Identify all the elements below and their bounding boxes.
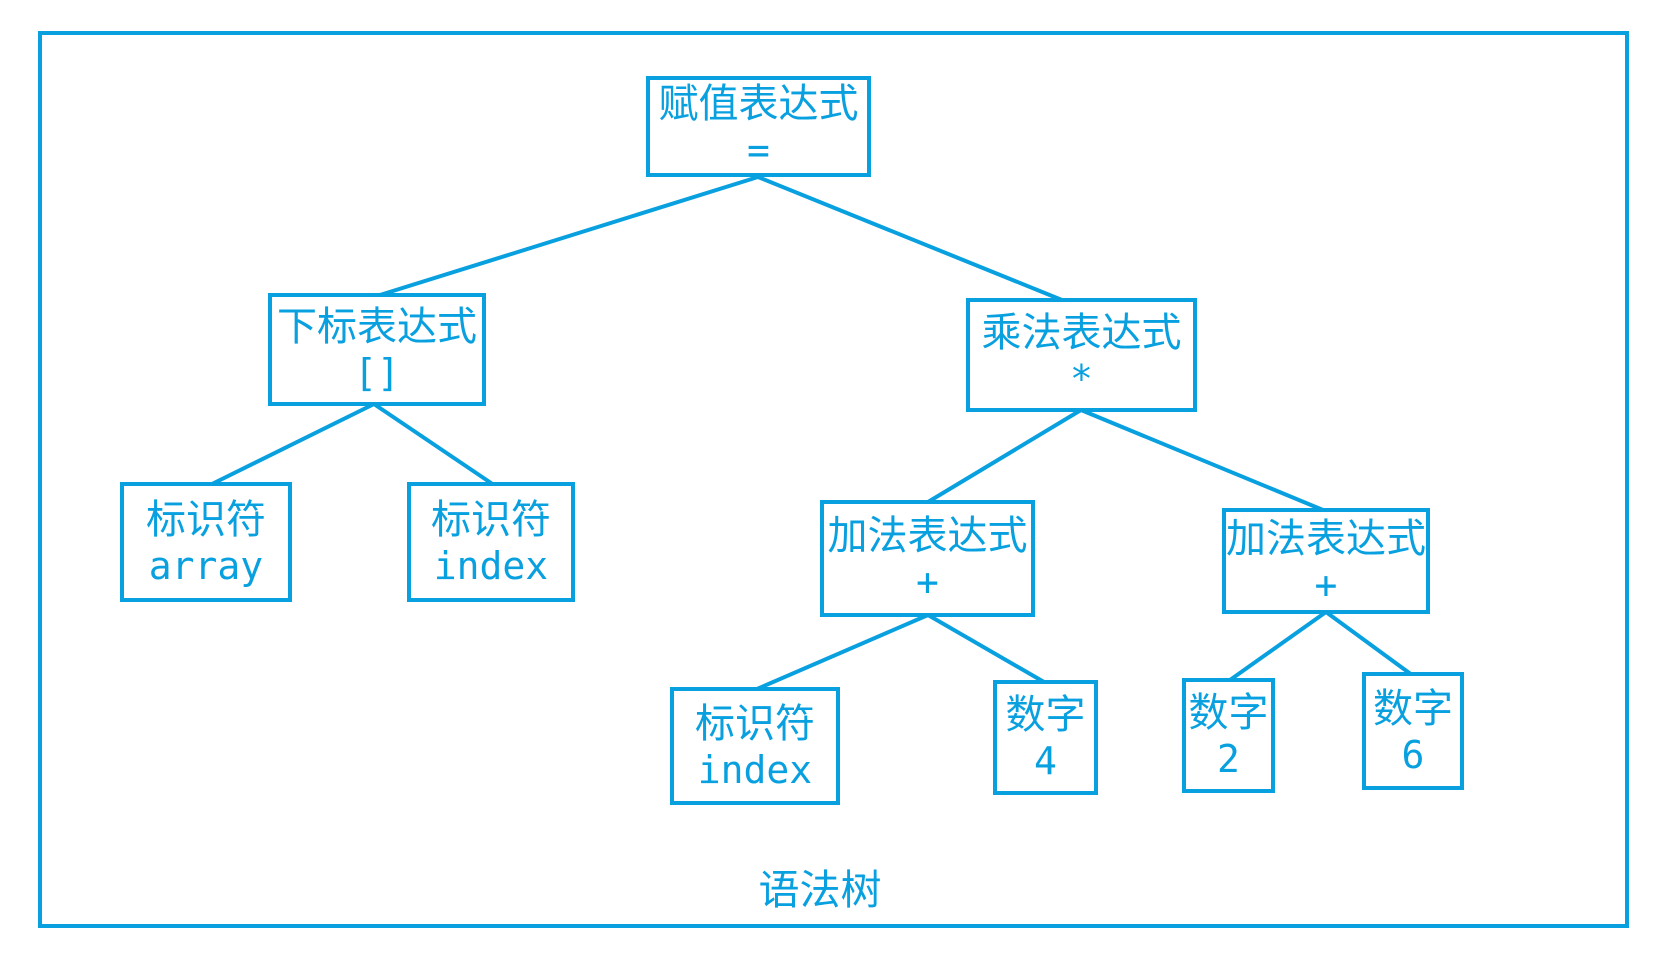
node-identifier-index: 标识符 index [407,482,575,602]
node-label: 下标表达式 [277,305,477,350]
node-value: array [148,543,264,588]
node-assignment-expr: 赋值表达式 = [646,76,871,177]
node-identifier-array: 标识符 array [120,482,292,602]
diagram-frame [38,31,1629,928]
node-label: 数字 [1188,691,1269,736]
node-label: 加法表达式 [827,514,1028,559]
node-value: index [697,747,813,792]
node-value: index [433,543,549,588]
node-value: 4 [1034,739,1057,784]
node-value: + [1314,562,1338,607]
node-addition-expr-left: 加法表达式 + [820,500,1035,617]
node-multiplication-expr: 乘法表达式 * [966,298,1197,412]
node-label: 标识符 [695,701,815,746]
diagram-caption: 语法树 [758,867,882,913]
node-identifier-index-2: 标识符 index [670,687,840,805]
node-label: 标识符 [146,497,266,542]
node-label: 加法表达式 [1226,516,1426,561]
node-addition-expr-right: 加法表达式 + [1222,508,1430,614]
node-label: 乘法表达式 [981,310,1182,355]
node-value: 2 [1217,737,1240,782]
node-number-2: 数字 2 [1182,678,1275,793]
node-label: 数字 [1373,686,1453,731]
node-number-6: 数字 6 [1362,672,1464,790]
node-value: 6 [1401,732,1425,777]
node-value: + [916,560,939,605]
node-subscript-expr: 下标表达式 [] [268,293,486,406]
node-label: 标识符 [431,497,551,542]
node-number-4: 数字 4 [993,680,1098,795]
node-value: = [747,128,770,173]
node-label: 赋值表达式 [658,82,859,127]
node-value: * [1070,356,1093,401]
node-value: [] [354,351,400,396]
node-label: 数字 [1005,693,1086,738]
